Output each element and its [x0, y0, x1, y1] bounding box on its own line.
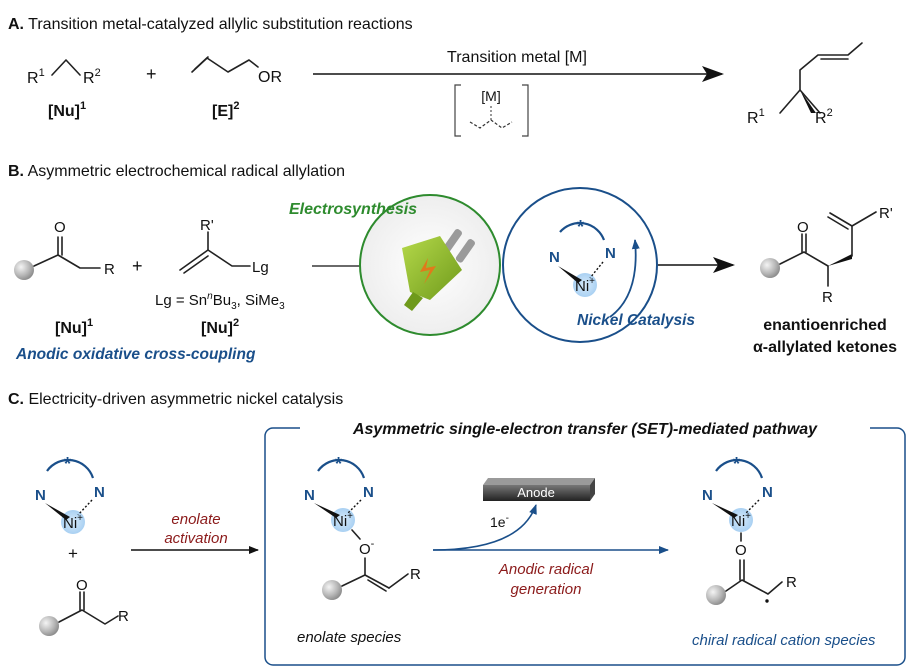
svg-text:*: *	[335, 454, 342, 474]
anodic-coupling-label: Anodic oxidative cross-coupling	[15, 346, 256, 363]
pi-allyl-complex: [M]	[454, 84, 529, 137]
ni-complex-c-left: * N N Ni+	[35, 454, 105, 534]
svg-text:*: *	[577, 217, 584, 237]
nucleophile-structure: R1 R2 [Nu]1	[27, 59, 101, 120]
svg-text:+: +	[68, 544, 78, 563]
svg-text:R1: R1	[747, 107, 765, 127]
section-c-title: C. Electricity-driven asymmetric nickel …	[8, 391, 343, 408]
radical-generation-label-2: generation	[511, 581, 582, 598]
radical-generation-label: Anodic radical	[498, 561, 594, 578]
section-a: A. Transition metal-catalyzed allylic su…	[8, 16, 863, 137]
svg-text:Lg: Lg	[252, 259, 269, 276]
nu2-label: [Nu]2	[201, 317, 239, 337]
electron-transfer-arrow	[432, 504, 537, 551]
ketone-b-structure: O R	[14, 219, 115, 280]
nickel-catalysis-circle	[502, 187, 658, 343]
ni-complex-b: * N N Ni+	[549, 217, 616, 297]
section-b: B. Asymmetric electrochemical radical al…	[8, 163, 897, 363]
svg-text:O: O	[735, 542, 747, 559]
svg-text:+: +	[132, 256, 143, 276]
section-a-title: A. Transition metal-catalyzed allylic su…	[8, 16, 413, 33]
svg-text:OR: OR	[258, 69, 282, 86]
svg-text:N: N	[35, 487, 46, 504]
allyl-lg-structure: R' Lg Lg = SnnBu3, SiMe3	[155, 217, 285, 312]
electrophile-structure: OR [E]2	[191, 56, 282, 120]
svg-text:R: R	[118, 608, 129, 625]
enolate-species-label: enolate species	[297, 629, 402, 646]
ketone-c-structure: O R	[39, 577, 129, 636]
svg-text:N: N	[762, 484, 773, 501]
product-a-structure: R1 R2	[747, 42, 863, 127]
svg-text:R': R'	[879, 205, 893, 222]
ni-enolate-complex: * N N Ni+ O- R enolate species	[297, 454, 421, 646]
svg-text:N: N	[304, 487, 315, 504]
section-b-title: B. Asymmetric electrochemical radical al…	[8, 163, 345, 180]
radical-species-label: chiral radical cation species	[692, 632, 876, 649]
svg-text:Ni+: Ni+	[731, 511, 751, 530]
svg-text:R: R	[822, 289, 833, 306]
plus-sign: +	[146, 64, 157, 84]
product-b-structure: O R R' enantioenriched α-allylated keton…	[753, 205, 897, 356]
svg-text:O: O	[797, 219, 809, 236]
electron-label: 1e-	[490, 513, 509, 530]
anode-electrode: Anode	[483, 478, 595, 501]
nickel-catalysis-label: Nickel Catalysis	[577, 312, 695, 329]
product-label-b-2: α-allylated ketones	[753, 339, 897, 356]
nu-label: [Nu]1	[48, 100, 86, 120]
svg-text:O: O	[76, 577, 88, 594]
svg-text:R2: R2	[815, 107, 833, 127]
svg-text:R: R	[786, 574, 797, 591]
svg-text:R: R	[410, 566, 421, 583]
svg-text:O-: O-	[359, 538, 375, 558]
svg-text:Ni+: Ni+	[575, 276, 595, 295]
svg-text:R: R	[104, 261, 115, 278]
svg-text:N: N	[94, 484, 105, 501]
svg-text:Ni+: Ni+	[63, 513, 83, 532]
ni-radical-cation-complex: * N N Ni+ O R chiral radical cation spec…	[692, 454, 876, 649]
svg-text:N: N	[605, 245, 616, 262]
svg-text:Ni+: Ni+	[333, 511, 353, 530]
lg-definition: Lg = SnnBu3, SiMe3	[155, 291, 285, 312]
anode-label: Anode	[517, 485, 555, 500]
product-label-b: enantioenriched	[763, 317, 887, 334]
e-label: [E]2	[212, 100, 239, 120]
svg-text:*: *	[64, 454, 71, 474]
svg-text:N: N	[363, 484, 374, 501]
set-pathway-title: Asymmetric single-electron transfer (SET…	[352, 421, 818, 438]
electric-plug-icon	[402, 229, 475, 311]
enolate-activation-label-2: activation	[164, 530, 227, 547]
svg-text:*: *	[733, 454, 740, 474]
nu1-label: [Nu]1	[55, 317, 93, 337]
svg-text:O: O	[54, 219, 66, 236]
svg-text:[M]: [M]	[481, 88, 500, 104]
arrow-label-a: Transition metal [M]	[447, 49, 587, 66]
svg-text:N: N	[702, 487, 713, 504]
svg-text:N: N	[549, 249, 560, 266]
section-c: C. Electricity-driven asymmetric nickel …	[8, 391, 906, 666]
enolate-activation-label: enolate	[171, 511, 220, 528]
svg-text:R': R'	[200, 217, 214, 234]
svg-text:R1: R1	[27, 67, 45, 87]
svg-text:R2: R2	[83, 67, 101, 87]
electrosynthesis-label: Electrosynthesis	[289, 201, 417, 218]
